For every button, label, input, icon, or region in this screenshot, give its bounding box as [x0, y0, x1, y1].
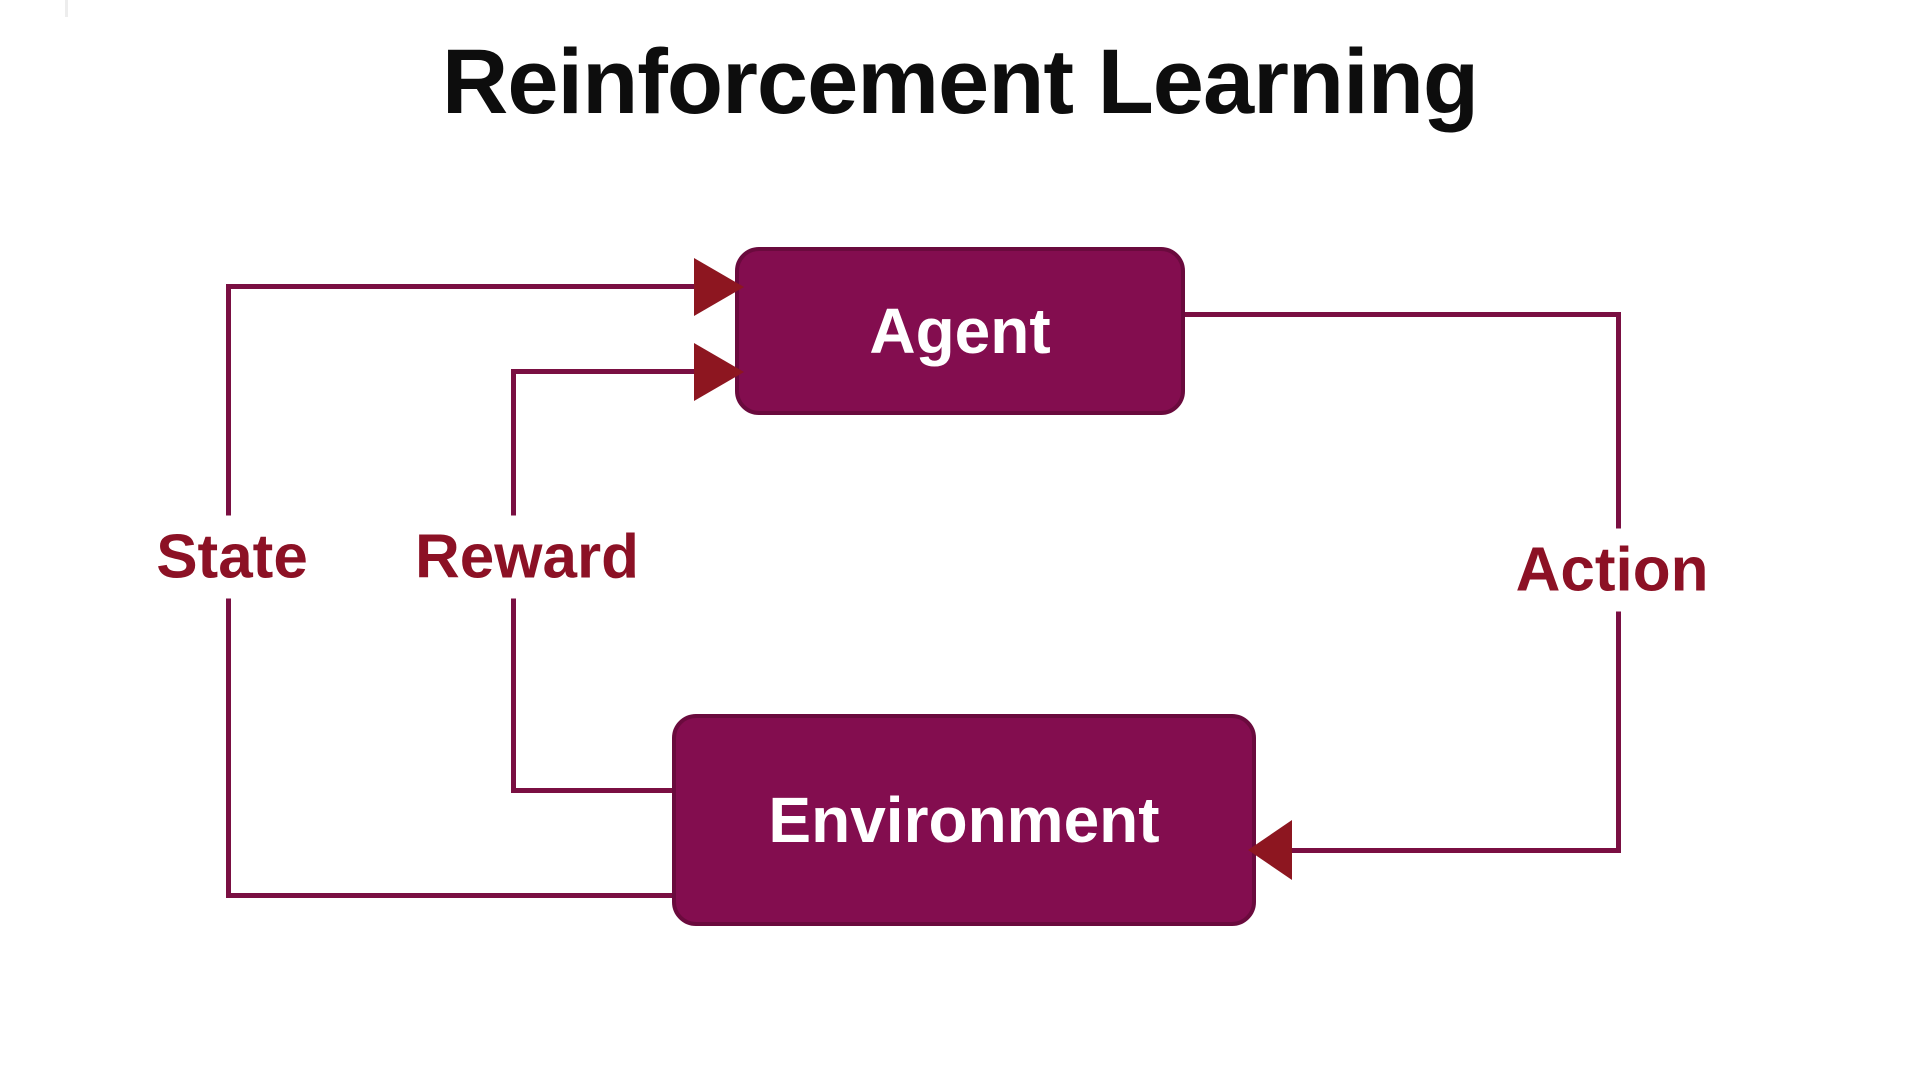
- state-edge-label: State: [142, 515, 322, 599]
- reward-edge-label: Reward: [401, 515, 653, 599]
- scan-artifact-line: [65, 0, 68, 17]
- reward-arrowhead-icon: [694, 343, 744, 401]
- action-edge-label: Action: [1501, 528, 1723, 612]
- action-edge-line-bottom: [1292, 848, 1621, 853]
- agent-node: Agent: [735, 247, 1185, 415]
- slide-title: Reinforcement Learning: [441, 31, 1479, 133]
- agent-node-label: Agent: [869, 295, 1051, 367]
- reward-edge-line-bottom: [511, 788, 676, 793]
- environment-node-label: Environment: [768, 784, 1160, 856]
- state-edge-line-bottom: [226, 893, 676, 898]
- state-edge-line-top: [226, 284, 700, 289]
- action-edge-line-top: [1185, 312, 1621, 317]
- environment-node: Environment: [672, 714, 1256, 926]
- action-arrowhead-icon: [1248, 820, 1292, 880]
- state-arrowhead-icon: [694, 258, 744, 316]
- reward-edge-line-top: [511, 369, 700, 374]
